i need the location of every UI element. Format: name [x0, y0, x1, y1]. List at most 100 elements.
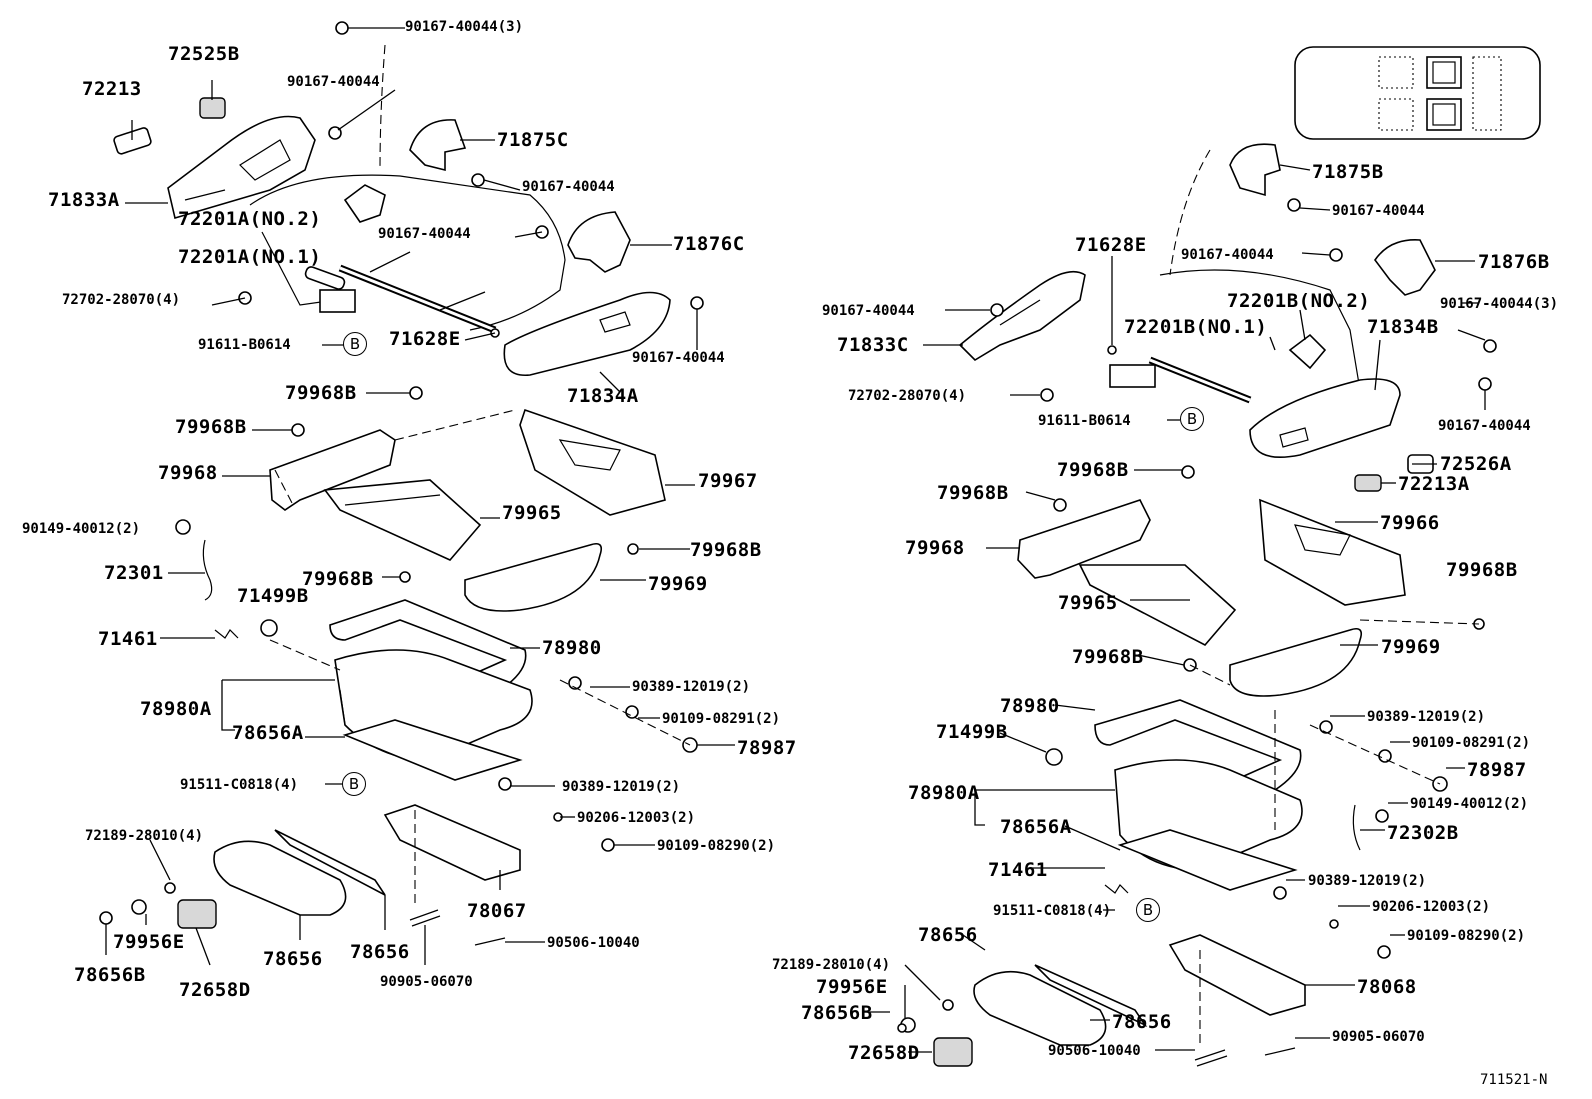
right-hinge-cover-71876B [1374, 239, 1436, 296]
bolt-icon [1053, 498, 1067, 512]
left-lower-cover-79967 [519, 408, 666, 516]
cap-71499B [1045, 748, 1063, 766]
bolt-icon [335, 21, 349, 35]
label-71461: 71461 [988, 859, 1048, 881]
left-hinge-72201A-no2 [343, 184, 386, 223]
label-72201B-no1: 72201B(NO.1) [1124, 316, 1268, 338]
label-78656B: 78656B [801, 1002, 873, 1024]
bolt-icon [627, 543, 639, 555]
bolt-icon [1319, 720, 1333, 734]
bolt-icon [175, 519, 191, 535]
label-72201B-no2: 72201B(NO.2) [1227, 290, 1371, 312]
bolt-icon [1273, 886, 1287, 900]
label-71628E: 71628E [1075, 234, 1147, 256]
right-leader-lines [862, 164, 1486, 1053]
label-79969: 79969 [1381, 636, 1441, 658]
right-torsion-rod-72201B [1109, 333, 1327, 404]
label-90109-08291-2: 90109-08291(2) [662, 711, 781, 727]
label-78980: 78980 [1000, 695, 1060, 717]
label-90167-40044: 90167-40044 [1181, 247, 1274, 263]
label-72658D: 72658D [179, 979, 251, 1001]
label-79968B: 79968B [1446, 559, 1518, 581]
label-79956E: 79956E [113, 931, 185, 953]
bolt-icon [568, 676, 582, 690]
label-78656B: 78656B [74, 964, 146, 986]
label-90389-12019-2: 90389-12019(2) [562, 779, 681, 795]
left-knob-72213 [113, 127, 152, 155]
callout-b: B [1136, 898, 1160, 922]
label-79968B: 79968B [690, 539, 762, 561]
bolt-icon [1478, 377, 1492, 391]
bolt-icon [498, 777, 512, 791]
cap-71499B [260, 619, 278, 637]
label-78067: 78067 [467, 900, 527, 922]
label-79968B: 79968B [302, 568, 374, 590]
label-78980A: 78980A [140, 698, 212, 720]
diagram-code: 711521-N [1480, 1072, 1548, 1088]
spring-90506-10040 [474, 937, 506, 946]
label-78987: 78987 [737, 737, 797, 759]
label-71628E: 71628E [389, 328, 461, 350]
label-78656: 78656 [918, 924, 978, 946]
left-cap-72658D [177, 899, 217, 929]
bolt-icon [1040, 388, 1054, 402]
label-91611-B0614: 91611-B0614 [198, 337, 291, 353]
bolt-icon [409, 386, 423, 400]
label-72201A-no2: 72201A(NO.2) [178, 208, 322, 230]
bolt-icon [990, 303, 1004, 317]
label-78656A: 78656A [232, 722, 304, 744]
left-hinge-bracket-78067 [383, 804, 521, 881]
label-71499B: 71499B [237, 585, 309, 607]
bolt-icon [625, 705, 639, 719]
label-79968B: 79968B [285, 382, 357, 404]
right-side-cover-71834B [1249, 378, 1401, 459]
label-90167-40044-3: 90167-40044(3) [405, 19, 524, 35]
left-armrest-base-78656A [342, 719, 523, 781]
right-base-78656 [973, 964, 1148, 1046]
label-72189-28010-4: 72189-28010(4) [85, 828, 204, 844]
left-bracket-79965 [323, 479, 482, 561]
label-79968B: 79968B [1072, 646, 1144, 668]
label-90167-40044: 90167-40044 [287, 74, 380, 90]
label-79969: 79969 [648, 573, 708, 595]
label-79968B: 79968B [937, 482, 1009, 504]
bolt-icon [471, 173, 485, 187]
bolt-icon [1378, 749, 1392, 763]
right-seat-frame-outline [1159, 149, 1361, 391]
label-79966: 79966 [1380, 512, 1440, 534]
washer-icon [1329, 919, 1339, 929]
label-72201A-no1: 72201A(NO.1) [178, 246, 322, 268]
left-plug-79956E [131, 899, 147, 915]
left-hinge-cover-71876C [567, 211, 631, 273]
label-79968: 79968 [905, 537, 965, 559]
callout-b: B [342, 772, 366, 796]
label-72658D: 72658D [848, 1042, 920, 1064]
label-72213A: 72213A [1398, 473, 1470, 495]
left-leader-lines [105, 27, 735, 966]
bolt-icon [601, 838, 615, 852]
spring-71461 [1104, 884, 1129, 894]
bolt-icon [399, 571, 411, 583]
label-90109-08290-2: 90109-08290(2) [1407, 928, 1526, 944]
label-71499B: 71499B [936, 721, 1008, 743]
label-78656: 78656 [1112, 1011, 1172, 1033]
spring-71461 [214, 629, 239, 639]
label-90149-40012-2: 90149-40012(2) [22, 521, 141, 537]
right-lower-cover-79966 [1259, 498, 1406, 606]
label-71876C: 71876C [673, 233, 745, 255]
right-armrest-base-78656A [1117, 829, 1298, 891]
bolt-icon [1483, 339, 1497, 353]
label-90389-12019-2: 90389-12019(2) [1308, 873, 1427, 889]
label-90167-40044: 90167-40044 [1438, 418, 1531, 434]
left-cap-72525B [199, 97, 226, 119]
label-72702-28070-4: 72702-28070(4) [62, 292, 181, 308]
label-78656A: 78656A [1000, 816, 1072, 838]
label-71834B: 71834B [1367, 316, 1439, 338]
right-knob-72213A [1354, 474, 1382, 492]
spring-90506-10040 [1194, 1049, 1228, 1067]
label-72702-28070-4: 72702-28070(4) [848, 388, 967, 404]
label-79968: 79968 [158, 462, 218, 484]
bolt-icon [1181, 465, 1195, 479]
right-recliner-cover-71833C [958, 270, 1086, 362]
bolt-icon [164, 882, 176, 894]
